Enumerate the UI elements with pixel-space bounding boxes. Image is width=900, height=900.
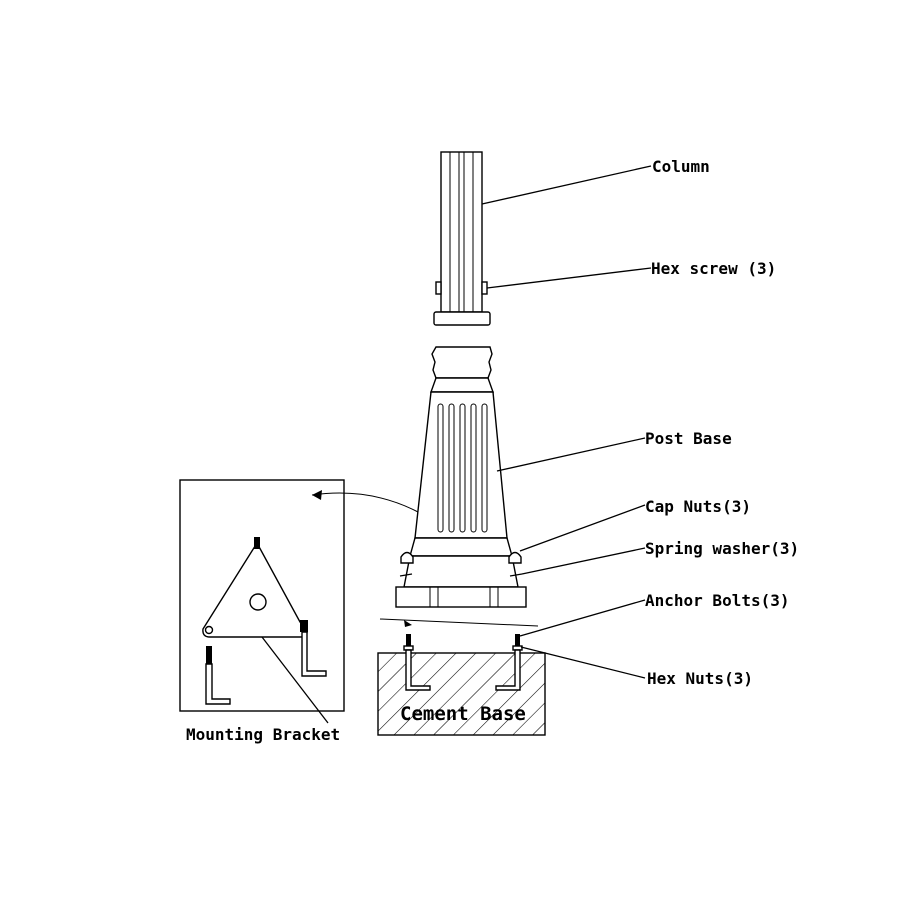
label-cap-nuts: Cap Nuts(3): [645, 497, 751, 516]
label-mounting-bracket: Mounting Bracket: [186, 725, 340, 744]
mounting-bracket-inset: [179, 479, 419, 712]
label-hex-screw: Hex screw (3): [651, 259, 776, 278]
anchor-bolts: [403, 634, 523, 691]
label-hex-nuts: Hex Nuts(3): [647, 669, 753, 688]
spring-washers: [399, 573, 523, 577]
post-base: [395, 346, 527, 608]
label-column: Column: [652, 157, 710, 176]
label-cement-base: Cement Base: [400, 703, 526, 725]
column-bottom-collar: [433, 311, 491, 326]
label-spring-washer: Spring washer(3): [645, 539, 799, 558]
cap-nuts: [400, 551, 522, 564]
label-post-base: Post Base: [645, 429, 732, 448]
leader-lines: [261, 165, 652, 724]
alignment-line: [379, 618, 539, 627]
column: [440, 151, 483, 313]
label-anchor-bolts: Anchor Bolts(3): [645, 591, 790, 610]
